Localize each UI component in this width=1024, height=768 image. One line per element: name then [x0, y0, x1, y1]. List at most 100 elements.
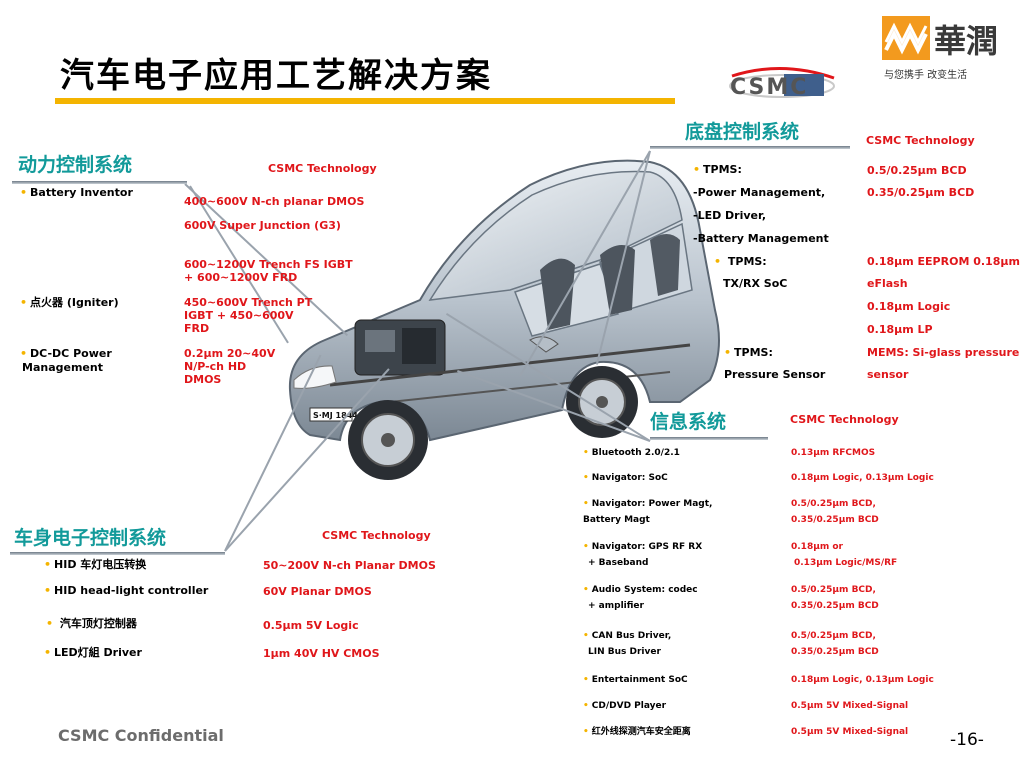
chassis-row-label: -LED Driver,: [693, 209, 766, 222]
chassis-row-tech: eFlash: [867, 277, 908, 290]
body-item-tech: 50~200V N-ch Planar DMOS: [263, 559, 436, 572]
power-tech-line: 0.2μm 20~40V: [184, 347, 276, 360]
bullet-icon: •: [583, 675, 589, 685]
bullet-icon: •: [583, 727, 589, 737]
power-tech-line: 450~600V Trench PT: [184, 296, 313, 309]
bullet-icon: •: [44, 558, 52, 571]
power-tech-line: 400~600V N-ch planar DMOS: [184, 195, 365, 208]
power-item-igniter: •点火器 (Igniter): [20, 296, 119, 309]
bullet-icon: •: [583, 631, 589, 641]
huarun-slogan: 与您携手 改变生活: [884, 68, 967, 81]
chassis-row-label: •TPMS:: [693, 163, 742, 176]
chassis-row-tech: 0.18μm LP: [867, 323, 933, 336]
info-item: •CAN Bus Driver,: [583, 631, 671, 642]
info-item: •Audio System: codec: [583, 585, 698, 596]
csmc-logo: CSMC: [722, 64, 844, 104]
chassis-row-tech: 0.18μm EEPROM 0.18μm: [867, 255, 1020, 268]
info-item: •Bluetooth 2.0/2.1: [583, 448, 680, 459]
page-title: 汽车电子应用工艺解决方案: [60, 56, 492, 96]
bullet-icon: •: [20, 296, 28, 309]
info-item-label: CD/DVD Player: [591, 701, 667, 711]
chassis-row-tech: 0.5/0.25μm BCD: [867, 164, 967, 177]
huarun-logo-text: 華潤: [934, 22, 998, 60]
body-item-label: HID 车灯电压转换: [54, 558, 147, 571]
info-item: •Navigator: SoC: [583, 473, 668, 484]
body-item-tech: 60V Planar DMOS: [263, 585, 372, 598]
info-item-tech: 0.5/0.25μm BCD,: [791, 585, 876, 595]
info-item-label-2: + Baseband: [588, 558, 649, 568]
info-item: •红外线探测汽车安全距离: [583, 727, 691, 738]
power-tech-line: FRD: [184, 322, 210, 335]
chassis-row-tech: MEMS: Si-glass pressure: [867, 346, 1020, 359]
chassis-row-tech: sensor: [867, 368, 909, 381]
bullet-icon: •: [583, 701, 589, 711]
info-item-tech: 0.13μm RFCMOS: [791, 448, 876, 458]
body-item: •HID 车灯电压转换: [44, 558, 146, 571]
body-item-label: LED灯組 Driver: [54, 646, 142, 659]
info-item-tech: 0.18μm Logic, 0.13μm Logic: [791, 473, 934, 483]
power-item-label: DC-DC Power: [30, 347, 112, 360]
power-tech-header: CSMC Technology: [268, 162, 377, 175]
power-item-dcdc: •DC-DC Power: [20, 347, 112, 360]
power-tech-line: + 600~1200V FRD: [184, 271, 298, 284]
license-plate: [309, 407, 353, 422]
chassis-row-text: TPMS:: [703, 163, 742, 176]
csmc-logo-text: CSMC: [730, 75, 808, 100]
body-item-label: HID head-light controller: [54, 584, 209, 597]
info-item-label: CAN Bus Driver,: [591, 631, 672, 641]
power-tech-line: IGBT + 450~600V: [184, 309, 294, 322]
body-item-tech: 1μm 40V HV CMOS: [263, 647, 380, 660]
bullet-icon: •: [20, 186, 28, 199]
confidential-label: CSMC Confidential: [58, 726, 224, 745]
power-tech-line: 600~1200V Trench FS IGBT: [184, 258, 353, 271]
info-item-tech: 0.5μm 5V Mixed-Signal: [791, 727, 909, 737]
power-tech-line: DMOS: [184, 373, 222, 386]
body-item-tech: 0.5μm 5V Logic: [263, 619, 359, 632]
power-item-label: Battery Inventor: [30, 186, 133, 199]
info-item-label-2: LIN Bus Driver: [588, 647, 661, 657]
chassis-heading-line: [650, 146, 850, 149]
body-tech-header: CSMC Technology: [322, 529, 431, 542]
bullet-icon: •: [583, 542, 589, 552]
power-tech-line: 600V Super Junction (G3): [184, 219, 341, 232]
bullet-icon: •: [724, 346, 732, 359]
body-heading: 车身电子控制系统: [14, 527, 167, 549]
power-tech-line: N/P-ch HD: [184, 360, 247, 373]
info-item-tech: 0.5/0.25μm BCD,: [791, 499, 876, 509]
license-plate-text: S·MJ 1844: [313, 411, 358, 420]
chassis-row-label: •TPMS:: [724, 346, 773, 359]
body-item: •HID head-light controller: [44, 584, 208, 597]
chassis-heading: 底盘控制系统: [685, 121, 800, 143]
chassis-row-text: TPMS:: [727, 255, 767, 268]
power-heading: 动力控制系统: [18, 154, 133, 176]
info-item: •Navigator: Power Magt,: [583, 499, 712, 510]
power-heading-line: [12, 181, 187, 184]
chassis-row-tech: 0.35/0.25μm BCD: [867, 186, 975, 199]
info-item-label: Bluetooth 2.0/2.1: [591, 448, 680, 458]
info-tech-header: CSMC Technology: [790, 413, 899, 426]
chassis-row-label: -Battery Management: [693, 232, 829, 245]
chassis-tech-header: CSMC Technology: [866, 134, 975, 147]
bullet-icon: •: [46, 617, 54, 630]
bullet-icon: •: [583, 448, 589, 458]
bullet-icon: •: [583, 473, 589, 483]
info-item: •Entertainment SoC: [583, 675, 688, 686]
info-item-tech-2: 0.35/0.25μm BCD: [791, 515, 879, 525]
info-item-tech: 0.5/0.25μm BCD,: [791, 631, 876, 641]
info-item: •Navigator: GPS RF RX: [583, 542, 702, 553]
bullet-icon: •: [44, 584, 52, 597]
info-item-tech: 0.18μm or: [791, 542, 843, 552]
info-heading: 信息系统: [650, 411, 727, 433]
bullet-icon: •: [583, 499, 589, 509]
power-item-label-2: Management: [22, 361, 103, 374]
body-heading-line: [10, 552, 225, 555]
page-number: -16-: [950, 730, 984, 750]
info-item-tech-2: 0.35/0.25μm BCD: [791, 647, 879, 657]
info-item-tech: 0.18μm Logic, 0.13μm Logic: [791, 675, 934, 685]
bullet-icon: •: [714, 255, 722, 268]
bullet-icon: •: [44, 646, 52, 659]
power-item-battery: •Battery Inventor: [20, 186, 133, 199]
info-item-label: Navigator: Power Magt,: [591, 499, 713, 509]
huarun-logo: 華潤 与您携手 改变生活: [882, 16, 1012, 86]
chassis-row-label: Pressure Sensor: [724, 368, 826, 381]
